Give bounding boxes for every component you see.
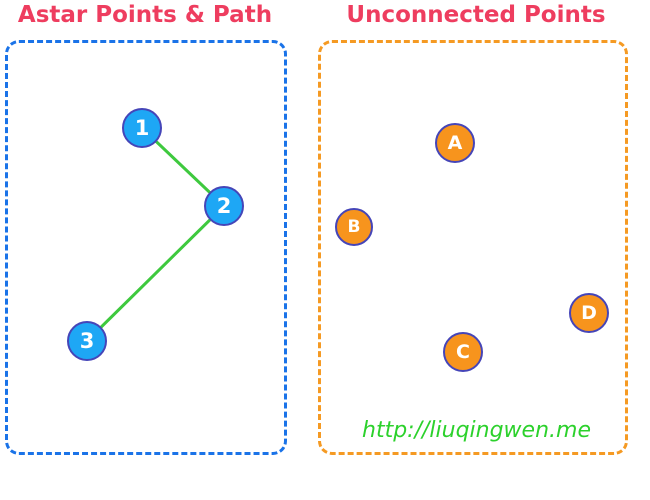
astar-point-3-label: 3 — [79, 328, 95, 353]
astar-point-1[interactable]: 1 — [122, 108, 162, 148]
unconnected-point-d-label: D — [581, 301, 597, 324]
astar-point-1-label: 1 — [134, 115, 150, 140]
path-edge-2-3 — [85, 204, 226, 343]
astar-point-3[interactable]: 3 — [67, 321, 107, 361]
astar-panel-title: Astar Points & Path — [17, 2, 273, 28]
unconnected-point-a[interactable]: A — [435, 123, 475, 163]
unconnected-panel-title: Unconnected Points — [346, 2, 606, 28]
unconnected-point-c[interactable]: C — [443, 332, 483, 372]
unconnected-point-b-label: B — [347, 216, 361, 237]
watermark-url: http://liuqingwen.me — [362, 418, 591, 443]
astar-panel — [5, 40, 287, 455]
unconnected-point-b[interactable]: B — [335, 208, 373, 246]
unconnected-point-a-label: A — [447, 131, 463, 154]
unconnected-point-d[interactable]: D — [569, 293, 609, 333]
unconnected-point-c-label: C — [456, 340, 470, 363]
astar-point-2-label: 2 — [216, 193, 232, 218]
unconnected-panel — [318, 40, 628, 455]
astar-point-2[interactable]: 2 — [204, 186, 244, 226]
